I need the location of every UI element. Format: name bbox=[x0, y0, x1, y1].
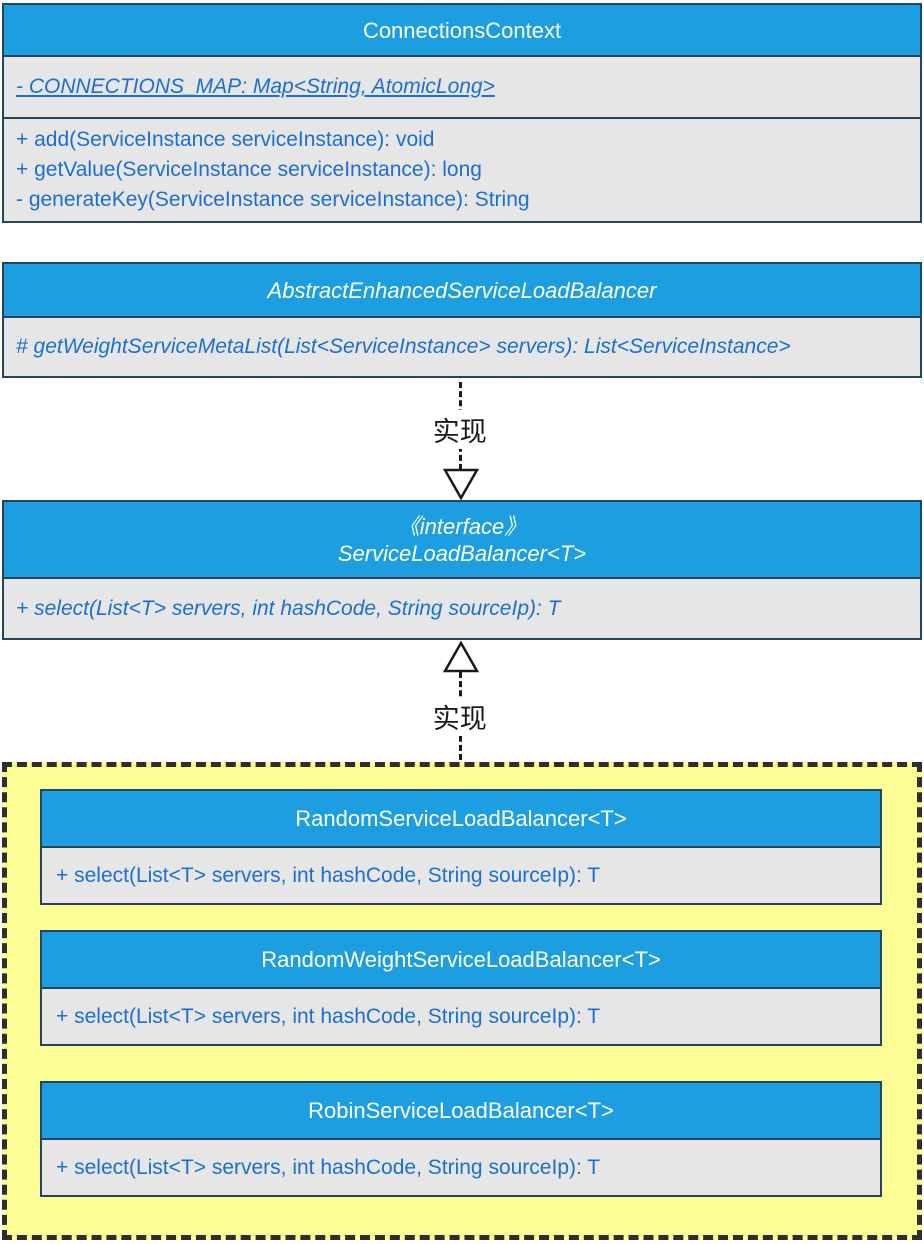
class-title-text: RandomServiceLoadBalancer<T> bbox=[295, 806, 627, 831]
method-item: + select(List<T> servers, int hashCode, … bbox=[56, 1004, 601, 1028]
method-item: + getValue(ServiceInstance serviceInstan… bbox=[16, 158, 482, 181]
class-title: 《interface》 ServiceLoadBalancer<T> bbox=[4, 502, 920, 577]
method-item: # getWeightServiceMetaList(List<ServiceI… bbox=[16, 335, 791, 358]
class-title: ConnectionsContext bbox=[4, 5, 920, 55]
class-methods: + select(List<T> servers, int hashCode, … bbox=[42, 846, 880, 903]
class-title: RandomServiceLoadBalancer<T> bbox=[42, 791, 880, 846]
class-title-text: AbstractEnhancedServiceLoadBalancer bbox=[267, 277, 657, 303]
realize-label: 实现 bbox=[429, 410, 490, 449]
class-box-connections-context: ConnectionsContext - CONNECTIONS_MAP: Ma… bbox=[2, 3, 922, 223]
class-title-text: RobinServiceLoadBalancer<T> bbox=[308, 1098, 614, 1123]
class-title: RobinServiceLoadBalancer<T> bbox=[42, 1083, 880, 1138]
class-title-text: ConnectionsContext bbox=[362, 17, 562, 43]
class-methods: # getWeightServiceMetaList(List<ServiceI… bbox=[4, 316, 920, 376]
method-item: + add(ServiceInstance serviceInstance): … bbox=[16, 128, 435, 151]
class-title-text: ServiceLoadBalancer<T> bbox=[337, 540, 587, 566]
class-title: AbstractEnhancedServiceLoadBalancer bbox=[4, 264, 920, 316]
class-methods: + select(List<T> servers, int hashCode, … bbox=[4, 577, 920, 638]
class-box-random-service-load-balancer: RandomServiceLoadBalancer<T> + select(Li… bbox=[40, 789, 882, 905]
method-item: + select(List<T> servers, int hashCode, … bbox=[16, 596, 561, 620]
class-methods: + add(ServiceInstance serviceInstance): … bbox=[4, 117, 920, 221]
class-box-robin-service-load-balancer: RobinServiceLoadBalancer<T> + select(Lis… bbox=[40, 1081, 882, 1197]
class-methods: + select(List<T> servers, int hashCode, … bbox=[42, 987, 880, 1044]
class-title: RandomWeightServiceLoadBalancer<T> bbox=[42, 932, 880, 987]
class-title-text: RandomWeightServiceLoadBalancer<T> bbox=[261, 947, 661, 972]
method-item: + select(List<T> servers, int hashCode, … bbox=[56, 863, 601, 887]
hollow-triangle-down-icon bbox=[443, 468, 479, 500]
interface-stereotype: 《interface》 bbox=[397, 513, 527, 539]
class-box-service-load-balancer-interface: 《interface》 ServiceLoadBalancer<T> + sel… bbox=[2, 500, 922, 640]
field-item: - CONNECTIONS_MAP: Map<String, AtomicLon… bbox=[16, 75, 495, 98]
class-methods: + select(List<T> servers, int hashCode, … bbox=[42, 1138, 880, 1195]
method-item: + select(List<T> servers, int hashCode, … bbox=[56, 1155, 601, 1179]
class-box-random-weight-service-load-balancer: RandomWeightServiceLoadBalancer<T> + sel… bbox=[40, 930, 882, 1046]
class-box-abstract-enhanced-service-load-balancer: AbstractEnhancedServiceLoadBalancer # ge… bbox=[2, 262, 922, 378]
method-item: - generateKey(ServiceInstance serviceIns… bbox=[16, 188, 530, 211]
class-fields: - CONNECTIONS_MAP: Map<String, AtomicLon… bbox=[4, 55, 920, 117]
realize-label: 实现 bbox=[429, 697, 490, 736]
hollow-triangle-up-icon bbox=[443, 641, 479, 673]
